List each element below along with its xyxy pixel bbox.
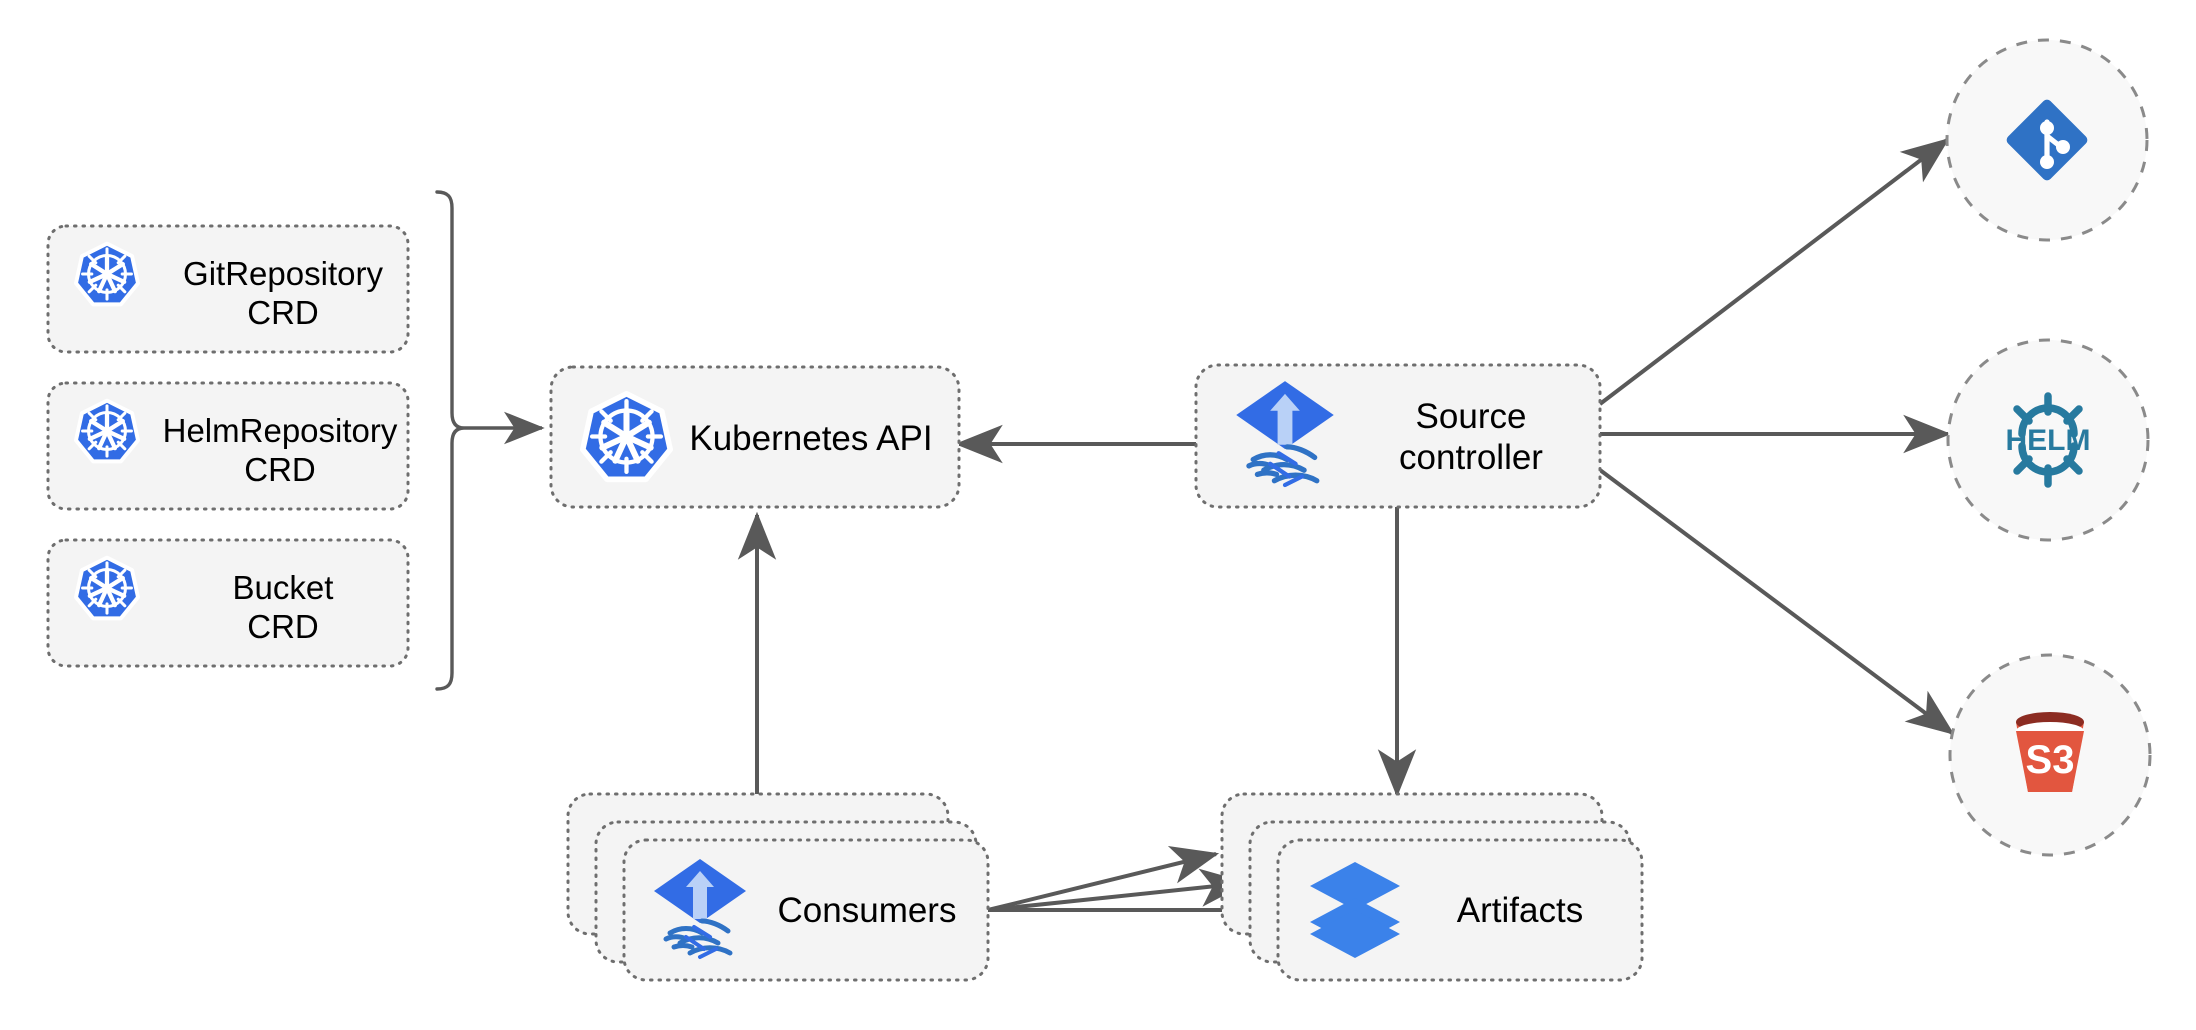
node-kubernetes-api[interactable] xyxy=(549,365,961,509)
edge-source-controller-to-git xyxy=(1598,138,1950,406)
kubernetes-icon xyxy=(76,244,138,305)
node-artifacts[interactable] xyxy=(1220,792,1644,982)
kubernetes-icon xyxy=(76,558,138,619)
s3-bucket-icon xyxy=(2016,712,2084,792)
node-consumers[interactable] xyxy=(566,792,990,982)
helm-icon xyxy=(2006,396,2091,484)
crd-box-bucket[interactable] xyxy=(46,538,410,668)
kubernetes-icon xyxy=(76,401,138,462)
external-source-s3[interactable] xyxy=(1948,653,2152,857)
node-source-controller[interactable] xyxy=(1194,363,1602,509)
crd-box-helmrepository[interactable] xyxy=(46,381,410,511)
external-source-git[interactable] xyxy=(1945,38,2149,242)
external-source-helm[interactable] xyxy=(1946,338,2150,542)
kubernetes-icon xyxy=(583,394,670,480)
edge-source-controller-to-s3 xyxy=(1598,468,1955,735)
edge-consumers-to-artifacts-1 xyxy=(987,846,1220,912)
crd-box-gitrepository[interactable] xyxy=(46,224,410,354)
edge-consumers-to-artifacts-2 xyxy=(987,868,1249,912)
